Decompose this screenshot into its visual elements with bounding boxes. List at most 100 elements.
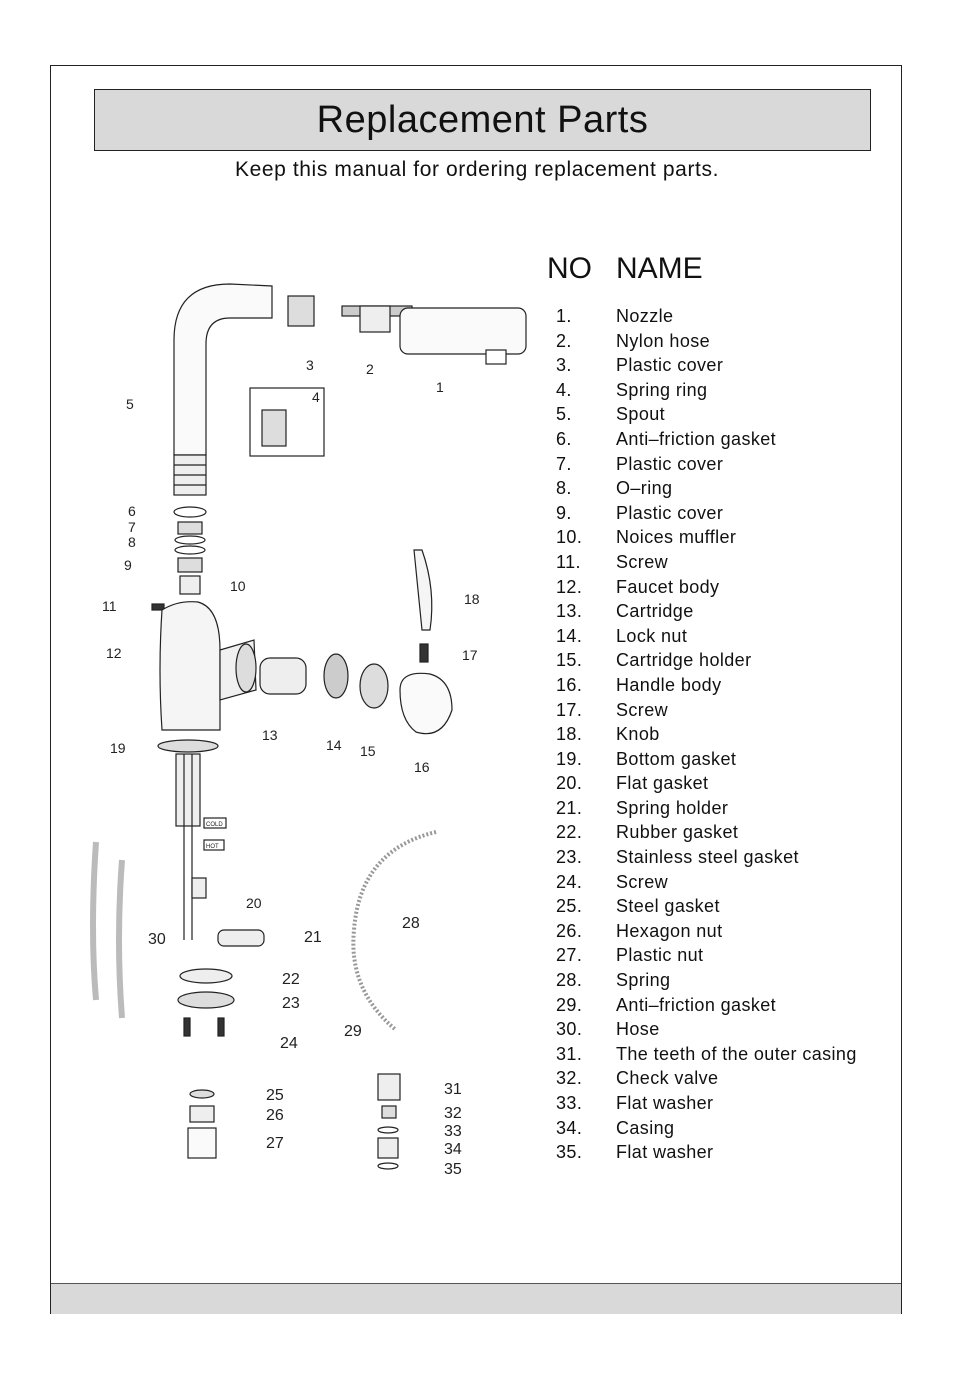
part-name: Screw [616, 871, 669, 892]
screw-11 [151, 603, 165, 611]
check-valve-32 [381, 1105, 397, 1119]
part-name: Lock nut [616, 625, 688, 646]
plastic-cover-9 [177, 557, 203, 573]
part-number: 1. [556, 306, 572, 326]
part-number: 19. [556, 748, 583, 769]
callout-4: 4 [312, 389, 320, 405]
part-number: 17. [556, 699, 583, 720]
part-number: 14. [556, 625, 583, 646]
part-name: Steel gasket [616, 896, 720, 917]
callout-5: 5 [126, 396, 134, 412]
callout-10: 10 [230, 578, 246, 594]
hose-30a [90, 841, 99, 1001]
flat-gasket-20 [191, 877, 207, 899]
part-number: 5. [556, 404, 572, 425]
callout-3: 3 [306, 357, 314, 373]
part-number: 16. [556, 674, 583, 695]
page-subtitle: Keep this manual for ordering replacemen… [234, 158, 720, 181]
part-name: Check valve [616, 1068, 719, 1089]
part-number: 3. [556, 355, 572, 376]
part-number: 9. [556, 502, 572, 523]
part-name: Handle body [616, 674, 722, 695]
part-number: 30. [556, 1019, 583, 1040]
part-number: 27. [556, 945, 583, 966]
plastic-nut-27 [187, 1127, 217, 1159]
part-name: Screw [616, 699, 669, 720]
part-name: Bottom gasket [616, 748, 737, 769]
part-name: Faucet body [616, 576, 720, 597]
part-number: 33. [556, 1093, 583, 1113]
part-name: Plastic cover [616, 453, 724, 474]
handle-body-16 [399, 672, 453, 735]
noise-muffler-10 [179, 575, 201, 595]
part-number: 28. [556, 970, 583, 991]
callout-28: 28 [402, 915, 420, 932]
flat-washer-35 [377, 1162, 399, 1170]
callout-18: 18 [464, 591, 480, 607]
screw-17 [419, 643, 429, 663]
steel-gasket-25 [189, 1089, 215, 1099]
part-name: Spring [616, 970, 671, 991]
callout-35: 35 [444, 1161, 462, 1178]
callout-15: 15 [360, 743, 376, 759]
callout-11: 11 [102, 598, 117, 614]
part-name: O–ring [616, 478, 673, 499]
steel-gasket-23 [177, 991, 235, 1009]
part-name: Spring ring [616, 379, 708, 400]
part-name: Plastic nut [616, 945, 704, 966]
hose-tag-cold: COLD [206, 822, 223, 828]
callout-8: 8 [128, 534, 136, 550]
knob-18 [413, 549, 433, 631]
callout-34: 34 [444, 1141, 462, 1158]
part-number: 6. [556, 428, 572, 449]
part-number: 25. [556, 896, 583, 917]
screw-24b [217, 1017, 225, 1037]
callout-9: 9 [124, 557, 132, 573]
part-number: 18. [556, 724, 583, 745]
callout-29: 29 [344, 1023, 362, 1040]
callout-13: 13 [262, 727, 278, 743]
part-number: 29. [556, 994, 583, 1015]
part-number: 12. [556, 576, 583, 597]
part-number: 10. [556, 527, 583, 548]
part-name: Cartridge [616, 601, 694, 622]
callout-24: 24 [280, 1035, 298, 1052]
callout-31: 31 [444, 1081, 462, 1098]
plastic-cover-7 [177, 521, 203, 535]
callout-20: 20 [246, 895, 262, 911]
part-number: 23. [556, 847, 583, 868]
part-number: 20. [556, 773, 583, 794]
part-name: Nylon hose [616, 330, 711, 351]
part-number: 34. [556, 1117, 583, 1138]
anti-friction-gasket-6 [173, 506, 207, 518]
footer-band [51, 1283, 901, 1314]
part-name: Spout [616, 404, 666, 425]
part-name: Screw [616, 551, 669, 572]
callout-6: 6 [128, 503, 136, 519]
part-number: 32. [556, 1068, 583, 1089]
part-number: 31. [556, 1043, 583, 1064]
part-name: Plastic cover [616, 355, 724, 376]
callout-16: 16 [414, 759, 430, 775]
part-name: Plastic cover [616, 502, 724, 523]
part-name: Stainless steel gasket [616, 847, 799, 868]
outer-casing-teeth-31 [377, 1073, 401, 1101]
part-number: 8. [556, 478, 572, 499]
callout-17: 17 [462, 647, 478, 663]
column-no-header: NO [547, 252, 592, 285]
part-number: 7. [556, 453, 572, 474]
rubber-gasket-22 [179, 968, 233, 984]
part-name: Flat gasket [616, 773, 709, 794]
screw-24a [183, 1017, 191, 1037]
spring-28 [351, 830, 437, 1032]
callout-32: 32 [444, 1105, 462, 1122]
part-number: 21. [556, 797, 583, 818]
callout-26: 26 [266, 1107, 284, 1124]
part-name: Nozzle [616, 306, 674, 326]
plastic-cover-3 [287, 295, 315, 327]
callout-22: 22 [282, 971, 300, 988]
part-name: The teeth of the outer casing [616, 1043, 857, 1064]
part-name: Rubber gasket [616, 822, 739, 843]
